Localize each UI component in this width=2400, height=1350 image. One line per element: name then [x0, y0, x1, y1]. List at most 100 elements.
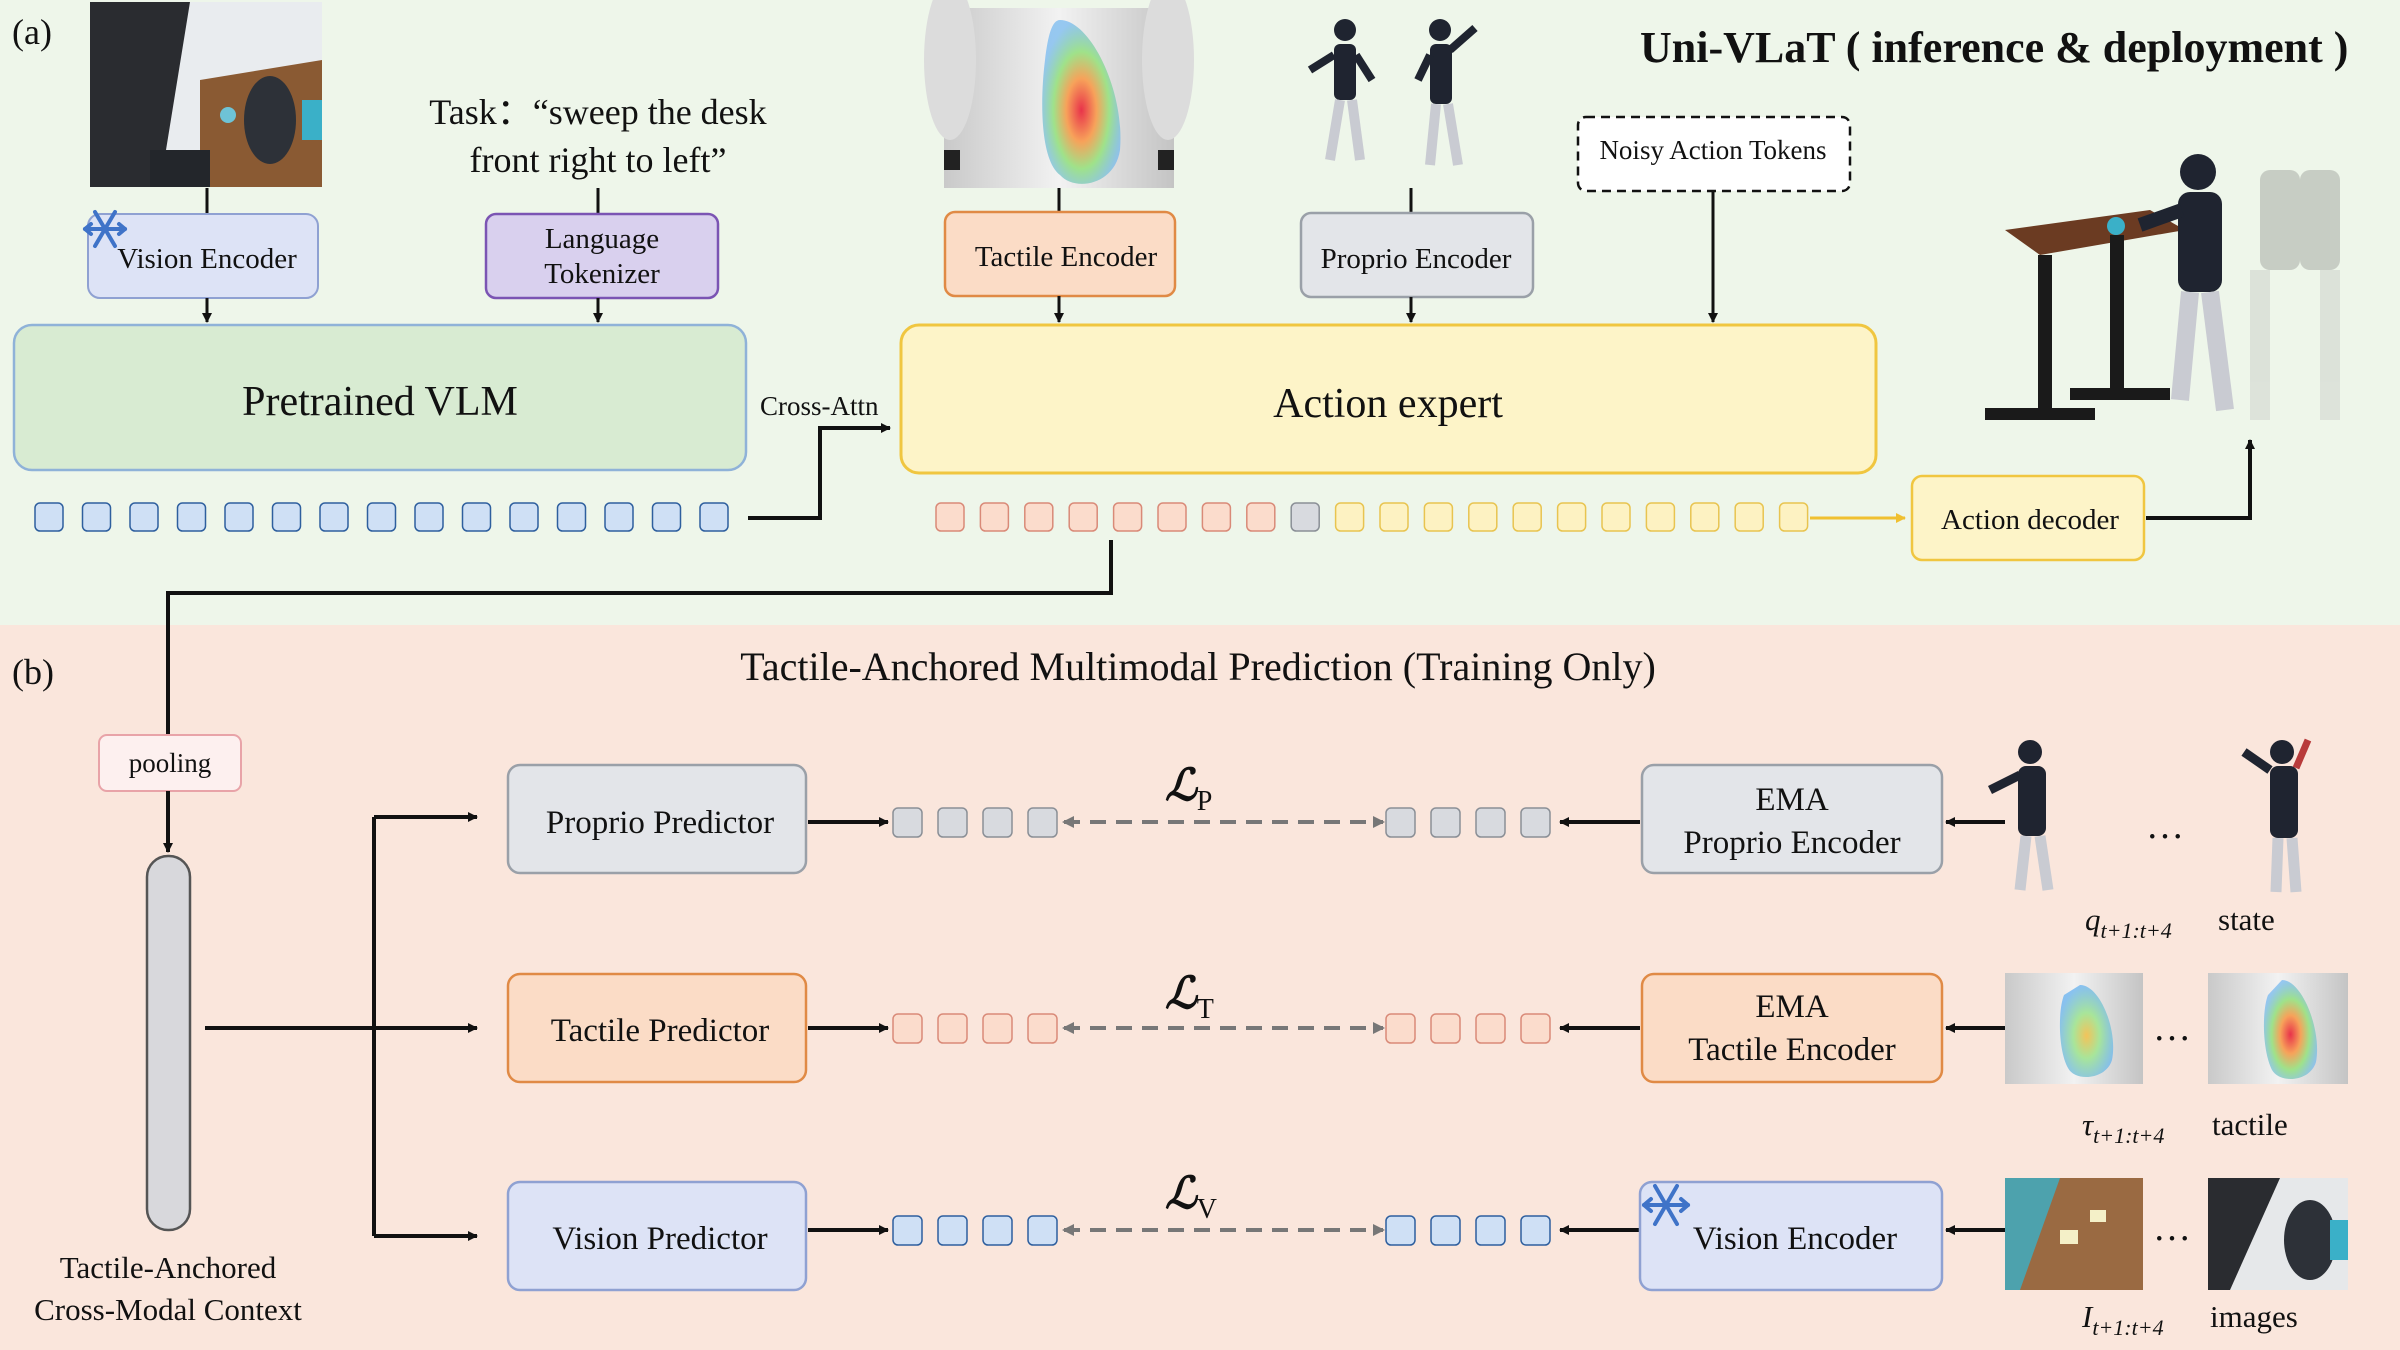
panel-a-label: (a) — [12, 12, 52, 52]
vision-predictor-box: Vision Predictor — [506, 1180, 808, 1292]
panel-b-title: Tactile-Anchored Multimodal Prediction (… — [740, 644, 1656, 689]
ellipsis-state: … — [2146, 805, 2184, 847]
vlm-token — [319, 502, 349, 532]
tactile-token — [935, 502, 965, 532]
tactile-predictor-box: Tactile Predictor — [506, 972, 808, 1084]
action-decoder-label: Action decoder — [1941, 504, 2119, 536]
proprio-latent-token-pred — [937, 807, 968, 838]
proprio-predictor-label: Proprio Predictor — [546, 805, 774, 841]
action-token — [1468, 502, 1498, 532]
tactile-token — [1157, 502, 1187, 532]
q-sub: t+1:t+4 — [2101, 918, 2172, 943]
pretrained-vlm-label: Pretrained VLM — [242, 379, 518, 425]
action-token — [1379, 502, 1409, 532]
i-main: I — [2081, 1299, 2094, 1334]
tactile-latent-token-pred — [1027, 1013, 1058, 1044]
tactile-token — [979, 502, 1010, 532]
loss-v-sub: V — [1197, 1194, 1217, 1225]
loss-p-label: ℒP — [1165, 761, 1212, 817]
tactile-token — [1068, 502, 1098, 532]
vision-encoder-label: Vision Encoder — [117, 243, 297, 275]
vlm-token — [699, 502, 729, 532]
tactile-token — [1201, 502, 1232, 532]
tau-main: τ — [2082, 1107, 2095, 1142]
vision-latent-token-pred — [892, 1215, 923, 1246]
vlm-token — [461, 502, 492, 532]
proprio-latent-token-target — [1475, 807, 1506, 838]
vlm-token-row — [34, 502, 729, 532]
action-token — [1690, 502, 1720, 532]
tactile-latent-token-target — [1520, 1013, 1551, 1044]
i-label: It+1:t+4 — [2081, 1299, 2164, 1340]
action-expert-label: Action expert — [1273, 381, 1503, 427]
deployment-scene-image — [1985, 154, 2340, 420]
images-label: images — [2210, 1299, 2298, 1334]
vlm-token — [81, 502, 112, 532]
q-main: q — [2085, 902, 2101, 937]
tactile-image-top — [924, 0, 1194, 188]
ema-tactile-label-line1: EMA — [1755, 989, 1829, 1025]
vision-latent-token-target — [1430, 1215, 1461, 1246]
vlm-token — [34, 502, 64, 532]
snowflake-icon-b — [1642, 1184, 1690, 1226]
future-tactile-image-1 — [2005, 973, 2143, 1084]
vlm-token — [129, 502, 159, 532]
ema-proprio-label-line2: Proprio Encoder — [1683, 825, 1900, 861]
prediction-token-groups — [892, 807, 1551, 1246]
action-token — [1334, 502, 1365, 532]
ema-tactile-label-line2: Tactile Encoder — [1688, 1032, 1896, 1068]
action-token — [1734, 502, 1764, 532]
action-token — [1512, 502, 1542, 532]
loss-v-label: ℒV — [1165, 1169, 1217, 1225]
task-text-line2: front right to left” — [470, 140, 727, 180]
ema-proprio-label-line1: EMA — [1755, 782, 1829, 818]
ema-tactile-encoder-box: EMA Tactile Encoder — [1640, 972, 1944, 1084]
language-tokenizer-line2: Tokenizer — [544, 258, 660, 290]
proprio-predictor-box: Proprio Predictor — [506, 763, 808, 875]
camera-image — [90, 2, 322, 187]
future-image-1 — [2005, 1178, 2143, 1290]
tactile-predictor-label: Tactile Predictor — [551, 1013, 770, 1049]
vlm-token — [556, 502, 587, 532]
language-tokenizer-line1: Language — [545, 223, 659, 255]
ellipsis-tactile: … — [2153, 1007, 2191, 1049]
loss-p-sub: P — [1197, 786, 1213, 817]
vision-latent-token-target — [1520, 1215, 1551, 1246]
tactile-encoder-box: Tactile Encoder — [943, 210, 1177, 298]
proprio-latent-token-pred — [1027, 807, 1058, 838]
proprio-latent-token-pred — [892, 807, 923, 838]
future-state-robot-2 — [2241, 738, 2312, 893]
vision-predictor-label: Vision Predictor — [552, 1221, 767, 1257]
language-tokenizer-box: Language Tokenizer — [484, 212, 720, 300]
loss-t-label: ℒT — [1165, 969, 1214, 1025]
vlm-token — [176, 502, 207, 532]
context-vector — [145, 854, 192, 1232]
action-token — [1556, 502, 1587, 532]
context-label-line1: Tactile-Anchored — [60, 1250, 277, 1285]
pooling-box: pooling — [98, 734, 242, 792]
vision-encoder-b-label: Vision Encoder — [1693, 1221, 1897, 1257]
future-state-robot-1 — [1987, 740, 2054, 891]
proprio-latent-token-target — [1430, 807, 1461, 838]
proprio-token — [1290, 502, 1320, 532]
vision-encoder-box: Vision Encoder — [87, 213, 319, 299]
cross-attn-label: Cross-Attn — [760, 391, 879, 421]
action-token — [1778, 502, 1809, 532]
vlm-token — [509, 502, 539, 532]
action-token — [1601, 502, 1631, 532]
action-token — [1423, 502, 1454, 532]
ema-proprio-encoder-box: EMA Proprio Encoder — [1640, 763, 1944, 875]
tactile-label: tactile — [2212, 1107, 2288, 1142]
loss-t-sub: T — [1197, 994, 1214, 1025]
tactile-latent-token-target — [1385, 1013, 1416, 1044]
task-text-line1: Task：“sweep the desk — [429, 92, 766, 132]
tactile-latent-token-target — [1430, 1013, 1461, 1044]
action-token-row — [935, 502, 1809, 532]
vision-latent-token-target — [1385, 1215, 1416, 1246]
pooling-label: pooling — [129, 748, 212, 778]
robot-pose-image — [1307, 19, 1478, 166]
tactile-token — [1024, 502, 1054, 532]
future-tactile-image-2 — [2208, 973, 2348, 1084]
